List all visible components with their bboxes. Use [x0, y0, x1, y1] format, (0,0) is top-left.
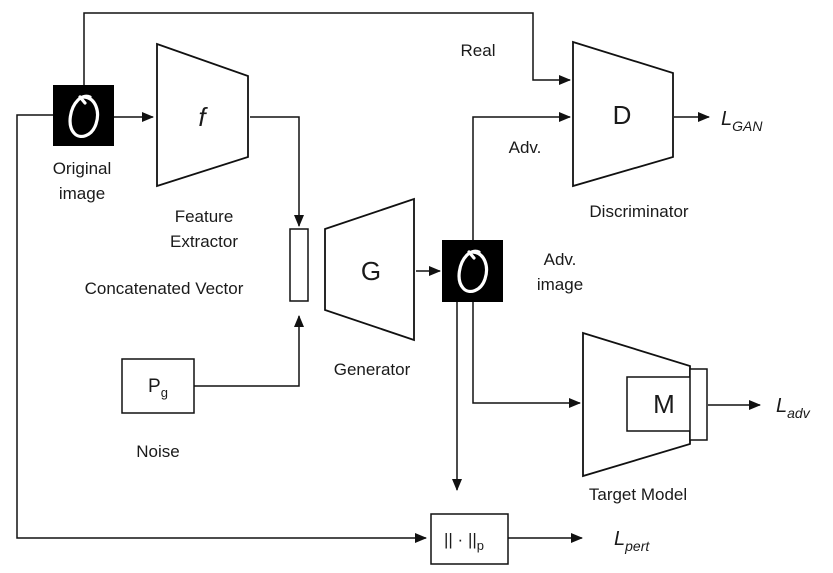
- original-image-thumbnail: [53, 85, 114, 146]
- generator-symbol: G: [361, 256, 381, 286]
- loss-gan: LGAN: [721, 108, 763, 134]
- concatenated-vector-block: [290, 229, 308, 301]
- arrow-feature-extractor-to-vector: [250, 117, 299, 226]
- generator-label: Generator: [334, 360, 411, 379]
- arrow-adv-image-to-target-model: [473, 302, 580, 403]
- adv-image-label-line2: image: [537, 275, 583, 294]
- original-image-label-line1: Original: [53, 159, 112, 178]
- adv-input-label: Adv.: [509, 138, 542, 157]
- feature-extractor-label-line2: Extractor: [170, 232, 238, 251]
- discriminator-symbol: D: [613, 100, 632, 130]
- target-model-symbol: M: [653, 389, 675, 419]
- arrow-noise-to-vector: [194, 316, 299, 386]
- loss-adv: Ladv: [776, 395, 811, 421]
- arrow-adv-image-to-discriminator: [473, 117, 570, 240]
- noise-label: Noise: [136, 442, 179, 461]
- target-model-output-bracket: [690, 369, 707, 440]
- real-input-label: Real: [461, 41, 496, 60]
- adv-image-thumbnail: [442, 240, 503, 302]
- concatenated-vector-label: Concatenated Vector: [85, 279, 244, 298]
- original-image-label-line2: image: [59, 184, 105, 203]
- loss-pert: Lpert: [614, 528, 650, 554]
- arrow-original-to-norm: [17, 115, 426, 538]
- target-model-label: Target Model: [589, 485, 687, 504]
- adv-image-label-line1: Adv.: [544, 250, 577, 269]
- discriminator-label: Discriminator: [589, 202, 689, 221]
- feature-extractor-label-line1: Feature: [175, 207, 234, 226]
